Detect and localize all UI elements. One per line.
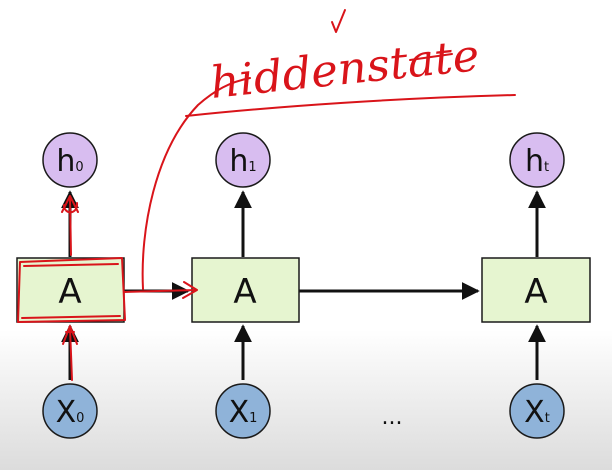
svg-text:ht: ht	[525, 144, 549, 179]
input-node-x0: X0	[42, 383, 98, 439]
cell-label: A	[58, 272, 81, 312]
output-node-h1: h1	[215, 132, 271, 188]
hidden-state-annotation	[17, 9, 516, 381]
node-subscript: t	[544, 160, 549, 175]
output-node-ht: ht	[509, 132, 565, 188]
svg-text:Xt: Xt	[524, 395, 550, 430]
input-node-x1: X1	[215, 383, 271, 439]
node-subscript: 1	[249, 411, 257, 426]
annotation-t-cross	[409, 53, 453, 61]
node-main-label: h	[56, 144, 75, 179]
node-main-label: X	[524, 395, 545, 430]
svg-text:h1: h1	[229, 144, 256, 179]
svg-text:X1: X1	[229, 395, 258, 430]
sequence-ellipsis: ...	[382, 405, 403, 430]
annotation-arrow-up	[61, 195, 79, 256]
node-subscript: 0	[75, 160, 83, 175]
svg-text:h0: h0	[56, 144, 83, 179]
rnn-cell-0: A	[16, 257, 125, 323]
cell-label: A	[233, 272, 256, 312]
node-main-label: X	[229, 395, 250, 430]
output-node-h0: h0	[42, 132, 98, 188]
annotation-tick	[331, 9, 346, 33]
node-subscript: t	[545, 411, 550, 426]
svg-text:X0: X0	[56, 395, 85, 430]
annotation-arrow-input	[62, 325, 78, 381]
rnn-cell-t: A	[481, 257, 591, 323]
node-main-label: h	[525, 144, 544, 179]
annotation-curve	[141, 77, 251, 290]
annotation-underline	[185, 94, 516, 117]
node-subscript: 0	[76, 411, 84, 426]
node-main-label: h	[229, 144, 248, 179]
node-subscript: 1	[248, 160, 256, 175]
rnn-cell-1: A	[191, 257, 300, 323]
annotation-cell-highlight	[17, 257, 126, 323]
cell-label: A	[524, 272, 547, 312]
annotation-arrow-right	[123, 281, 198, 299]
input-node-xt: Xt	[509, 383, 565, 439]
node-main-label: X	[56, 395, 77, 430]
